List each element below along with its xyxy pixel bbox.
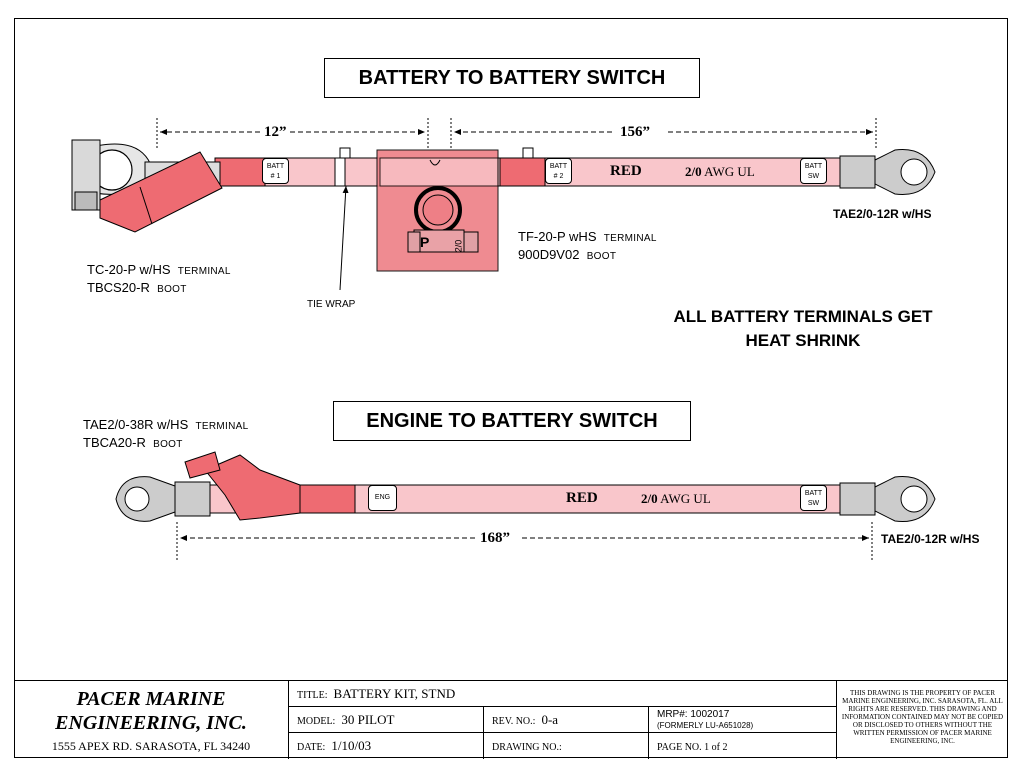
- rev-cell: REV. NO.:0-a: [484, 707, 649, 733]
- company-address: 1555 APEX RD. SARASOTA, FL 34240: [51, 739, 251, 753]
- tag-batt-sw: BATT SW: [800, 158, 827, 184]
- left-battery-clamp: [71, 139, 223, 233]
- top-diagram-title: BATTERY TO BATTERY SWITCH: [324, 58, 700, 98]
- heat-shrink-sleeve: [299, 484, 356, 514]
- mrp-cell: MRP#: 1002017 (FORMERLY LU-A651028): [649, 707, 837, 733]
- terminal-p-stamp: P: [420, 234, 430, 250]
- heat-shrink-note: ALL BATTERY TERMINALS GET HEAT SHRINK: [673, 307, 933, 350]
- bottom-ring-terminal-label: TAE2/0-12R w/HS: [881, 532, 980, 546]
- engine-terminal-boot: [204, 454, 301, 521]
- company-name-line2: ENGINEERING, INC.: [55, 712, 247, 734]
- title-block: PACER MARINE ENGINEERING, INC. 1555 APEX…: [14, 680, 1008, 759]
- title-cell: TITLE:BATTERY KIT, STND: [289, 681, 837, 707]
- dim-label-left: 12”: [264, 124, 287, 140]
- dim-label-right: 156”: [620, 124, 650, 140]
- tie-wrap-label: TIE WRAP: [307, 299, 356, 310]
- tie-wrap-leader: [339, 185, 349, 291]
- top-cable-spec: 2/0 AWG UL: [685, 164, 755, 179]
- bottom-cable-spec: 2/0 AWG UL: [641, 491, 711, 506]
- bottom-diagram-title: ENGINE TO BATTERY SWITCH: [333, 401, 691, 441]
- company-block: PACER MARINE ENGINEERING, INC. 1555 APEX…: [14, 681, 289, 759]
- bottom-left-ring-terminal: [115, 476, 211, 522]
- heat-shrink-sleeve: [499, 157, 546, 187]
- tag-batt-2: BATT # 2: [545, 158, 572, 184]
- tag-eng: ENG: [368, 485, 397, 511]
- top-cable-assembly: [71, 118, 936, 272]
- property-notice: THIS DRAWING IS THE PROPERTY OF PACER MA…: [841, 689, 1004, 745]
- model-cell: MODEL:30 PILOT: [289, 707, 484, 733]
- drawing-no-cell: DRAWING NO.:: [484, 733, 649, 759]
- drawing-sheet: [14, 18, 1008, 758]
- dim-label-bottom: 168”: [480, 530, 510, 546]
- left-terminal-label: TC-20-P w/HS TERMINAL TBCS20-R BOOT: [87, 262, 231, 295]
- center-terminal-boot: [376, 149, 499, 272]
- top-cable-color: RED: [610, 163, 642, 179]
- terminal-gauge-stamp: 2/0: [453, 239, 464, 253]
- page-cell: PAGE NO. 1 of 2: [649, 733, 837, 759]
- tie-wrap-band: [334, 157, 346, 187]
- tag-batt-1: BATT # 1: [262, 158, 289, 184]
- heat-shrink-sleeve: [214, 157, 266, 187]
- bottom-cable-assembly: [115, 451, 936, 560]
- engine-terminal-label: TAE2/0-38R w/HS TERMINAL TBCA20-R BOOT: [83, 417, 249, 450]
- tag-batt-sw-bottom: BATT SW: [800, 485, 827, 511]
- top-ring-terminal-label: TAE2/0-12R w/HS: [833, 207, 932, 221]
- date-cell: DATE:1/10/03: [289, 733, 484, 759]
- bottom-right-ring-terminal: [839, 475, 936, 523]
- top-ring-terminal: [839, 148, 936, 196]
- bottom-cable-color: RED: [566, 490, 598, 506]
- company-name-line1: PACER MARINE: [76, 688, 226, 710]
- clamp-boot: [99, 151, 223, 233]
- center-terminal-label: TF-20-P wHS TERMINAL 900D9V02 BOOT: [518, 229, 657, 262]
